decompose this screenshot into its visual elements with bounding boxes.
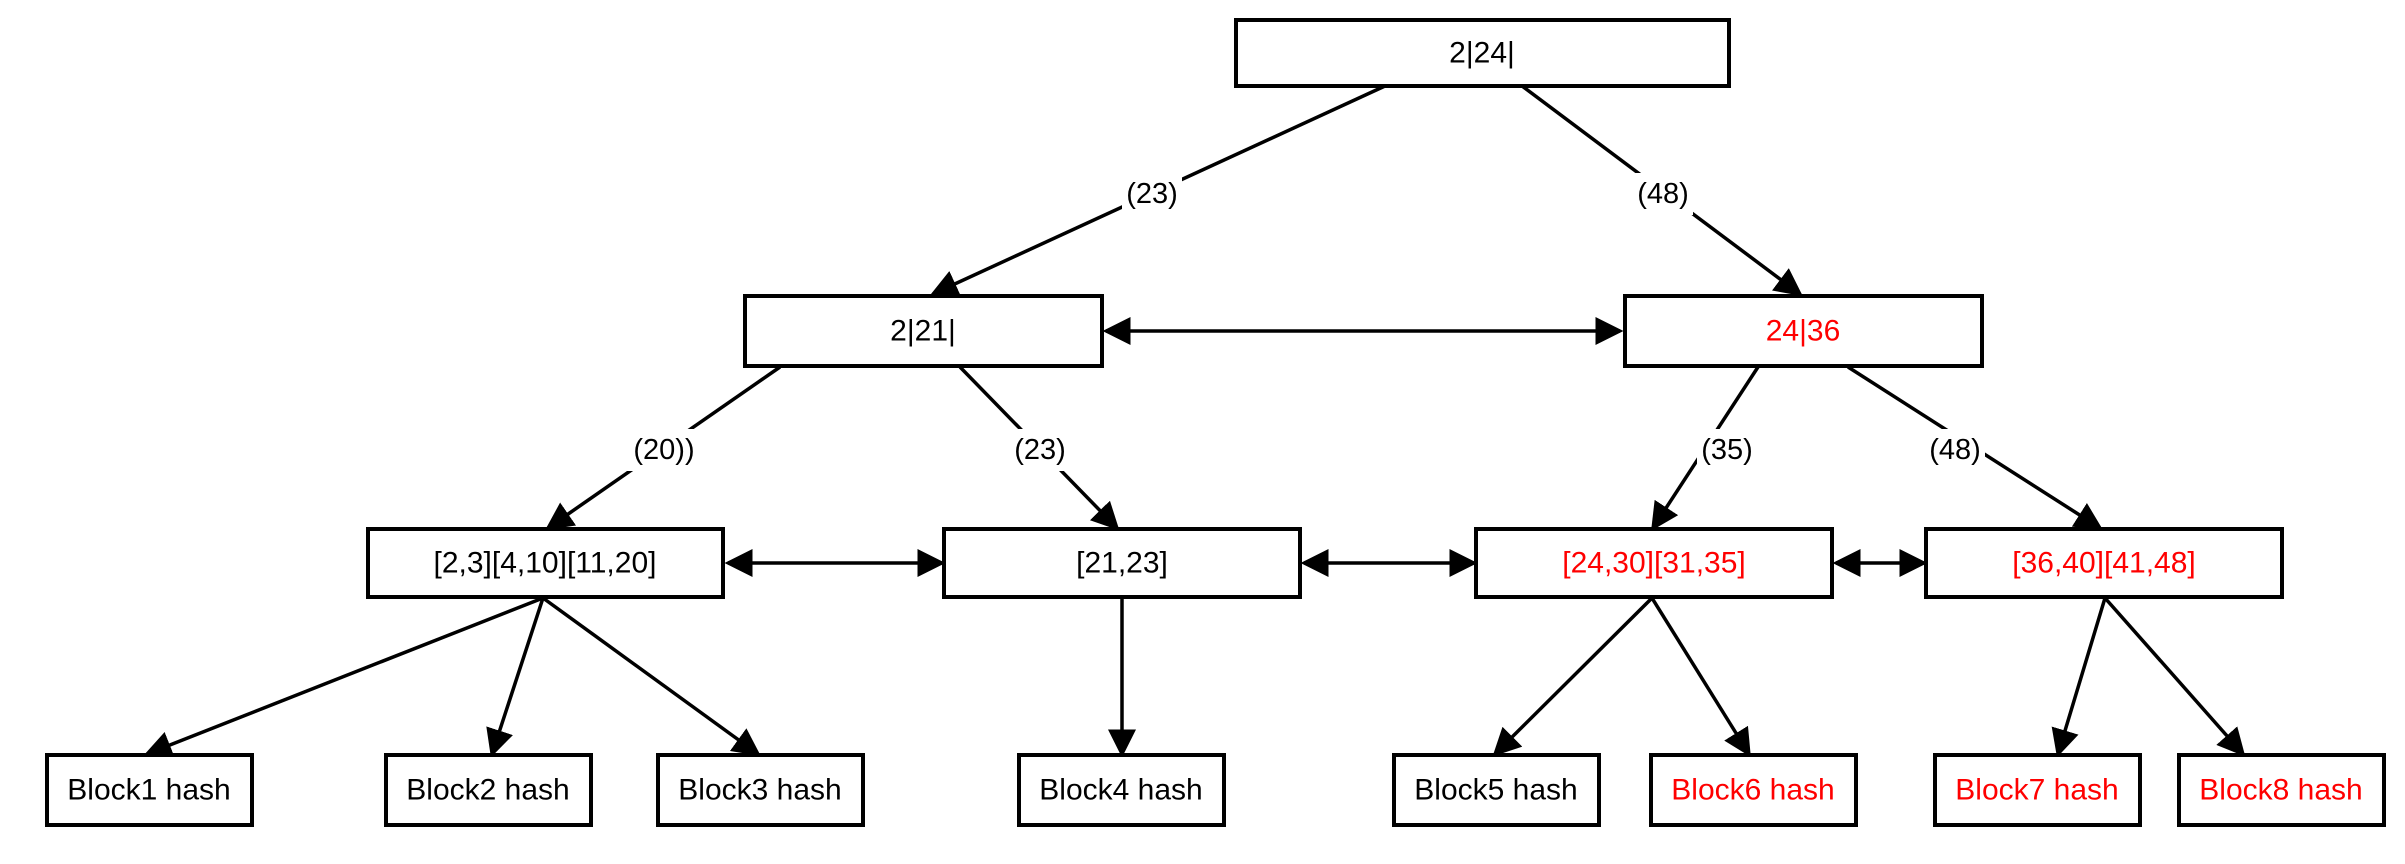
node-root-label: 2|24| <box>1449 37 1515 70</box>
node-block-4-label: Block4 hash <box>1039 774 1202 807</box>
node-root: 2|24| <box>1234 18 1731 88</box>
node-leaf-3-label: [24,30][31,35] <box>1562 547 1746 580</box>
edge-label-left-leaf2: (23) <box>1010 429 1070 471</box>
node-internal-right-label: 24|36 <box>1766 315 1841 348</box>
node-leaf-4: [36,40][41,48] <box>1924 527 2284 599</box>
node-internal-left: 2|21| <box>743 294 1104 368</box>
edge-label-left-leaf2-text: (23) <box>1014 434 1066 466</box>
edge-label-left-leaf1-text: (20)) <box>633 434 694 466</box>
node-block-3-label: Block3 hash <box>678 774 841 807</box>
node-block-7: Block7 hash <box>1933 753 2142 827</box>
node-leaf-1-label: [2,3][4,10][11,20] <box>434 547 657 580</box>
node-block-2-label: Block2 hash <box>406 774 569 807</box>
node-block-6-label: Block6 hash <box>1671 774 1834 807</box>
edge-leaf1-to-block3 <box>541 596 761 757</box>
node-internal-left-label: 2|21| <box>890 315 956 348</box>
node-block-5: Block5 hash <box>1392 753 1601 827</box>
edge-label-root-right-text: (48) <box>1637 178 1689 210</box>
edge-leaf3-to-block6 <box>1650 597 1751 757</box>
node-block-1: Block1 hash <box>45 753 254 827</box>
node-block-2: Block2 hash <box>384 753 593 827</box>
edge-label-right-leaf4-text: (48) <box>1929 434 1981 466</box>
node-leaf-1: [2,3][4,10][11,20] <box>366 527 725 599</box>
node-block-4: Block4 hash <box>1017 753 1226 827</box>
node-leaf-2-label: [21,23] <box>1076 547 1168 580</box>
edge-leaf4-to-block8 <box>2103 596 2246 757</box>
node-block-8-label: Block8 hash <box>2199 774 2362 807</box>
edge-label-right-leaf4: (48) <box>1925 429 1985 471</box>
edge-leaf4-to-block7 <box>2051 597 2107 758</box>
edge-leaf1-to-block2 <box>486 597 545 758</box>
edge-leaf1-to-block1 <box>143 596 544 759</box>
node-leaf-2: [21,23] <box>942 527 1302 599</box>
edge-label-right-leaf3: (35) <box>1697 429 1757 471</box>
node-block-7-label: Block7 hash <box>1955 774 2118 807</box>
node-block-1-label: Block1 hash <box>67 774 230 807</box>
node-internal-right: 24|36 <box>1623 294 1984 368</box>
edge-label-root-left-text: (23) <box>1126 178 1178 210</box>
node-block-5-label: Block5 hash <box>1414 774 1577 807</box>
node-block-6: Block6 hash <box>1649 753 1858 827</box>
edge-label-right-leaf3-text: (35) <box>1701 434 1753 466</box>
edge-leaf3-to-block5 <box>1492 596 1654 757</box>
edge-label-root-right: (48) <box>1633 173 1693 215</box>
node-block-8: Block8 hash <box>2177 753 2386 827</box>
edge-label-left-leaf1: (20)) <box>623 429 705 471</box>
edge-label-root-left: (23) <box>1122 173 1182 215</box>
node-leaf-4-label: [36,40][41,48] <box>2012 547 2196 580</box>
node-block-3: Block3 hash <box>656 753 865 827</box>
node-leaf-3: [24,30][31,35] <box>1474 527 1834 599</box>
